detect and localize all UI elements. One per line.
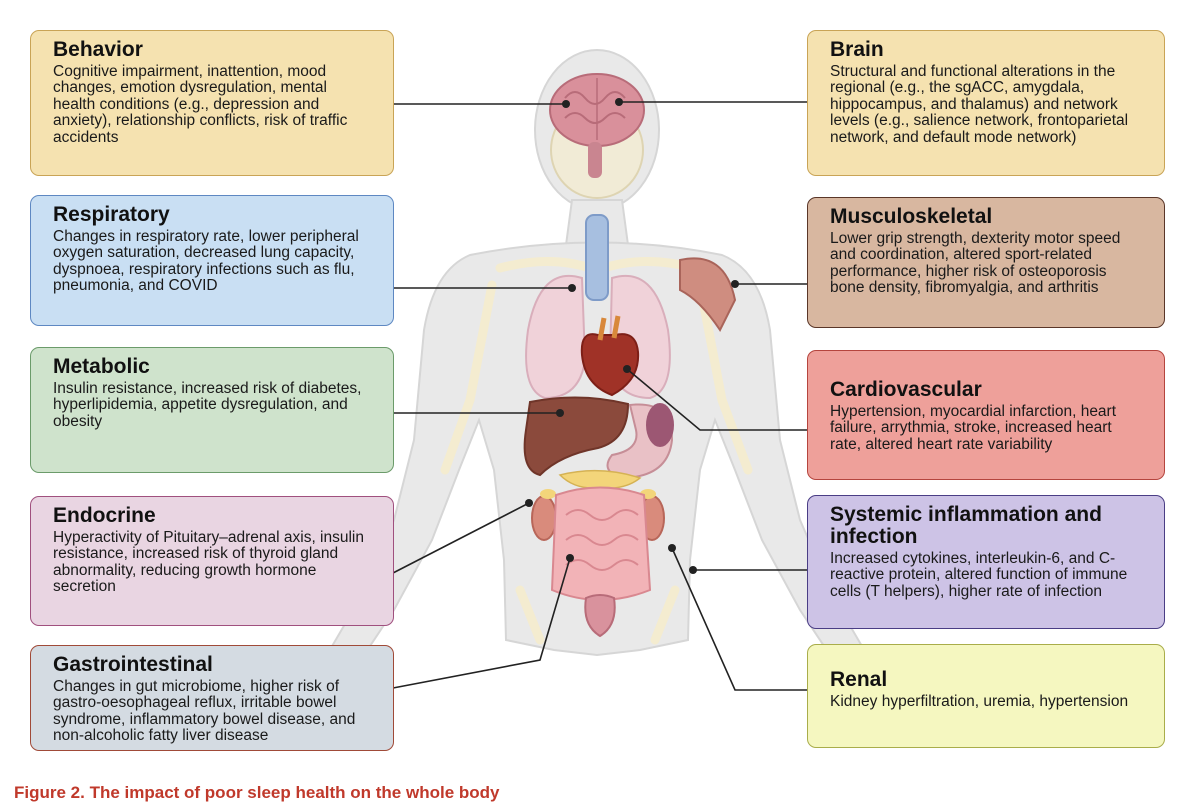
- inflammation-text: Increased cytokines, interleukin-6, and …: [830, 550, 1128, 600]
- liver: [523, 396, 630, 477]
- skeleton: [440, 257, 753, 645]
- metabolic-title: Metabolic: [53, 355, 150, 378]
- musculoskeletal-box: Musculoskeletal Lower grip strength, dex…: [807, 197, 1165, 328]
- renal-title: Renal: [830, 668, 888, 691]
- musculoskeletal-text: Lower grip strength, dexterity motor spe…: [830, 230, 1121, 297]
- brain-box: Brain Structural and functional alterati…: [807, 30, 1165, 176]
- endocrine-title: Endocrine: [53, 504, 156, 527]
- gastrointestinal-title: Gastrointestinal: [53, 653, 213, 676]
- connector-lines: [392, 101, 808, 691]
- metabolic-text: Insulin resistance, increased risk of di…: [53, 380, 362, 430]
- cardiovascular-text: Hypertension, myocardial infarction, hea…: [830, 403, 1117, 453]
- intestines: [550, 486, 652, 601]
- respiratory-box: Respiratory Changes in respiratory rate,…: [30, 195, 394, 326]
- inflammation-title: Systemic inflammation and infection: [830, 503, 1102, 548]
- figure-caption: Figure 2. The impact of poor sleep healt…: [14, 783, 500, 802]
- brain: [549, 73, 645, 178]
- inflammation-box: Systemic inflammation and infection Incr…: [807, 495, 1165, 629]
- connector-gastrointestinal: [392, 557, 571, 689]
- behavior-text: Cognitive impairment, inattention, mood …: [53, 63, 348, 146]
- musculoskeletal-title: Musculoskeletal: [830, 205, 993, 228]
- behavior-box: Behavior Cognitive impairment, inattenti…: [30, 30, 394, 176]
- cardiovascular-title: Cardiovascular: [830, 378, 982, 401]
- connector-endocrine: [392, 502, 530, 574]
- metabolic-box: Metabolic Insulin resistance, increased …: [30, 347, 394, 473]
- gastrointestinal-box: Gastrointestinal Changes in gut microbio…: [30, 645, 394, 751]
- behavior-title: Behavior: [53, 38, 143, 61]
- renal-text: Kidney hyperfiltration, uremia, hyperten…: [830, 693, 1129, 710]
- connector-dots: [525, 98, 739, 574]
- shoulder-muscle: [679, 257, 737, 332]
- connector-cardiovascular: [626, 368, 808, 431]
- bladder: [584, 594, 616, 638]
- respiratory-text: Changes in respiratory rate, lower perip…: [53, 228, 359, 295]
- heart: [580, 315, 640, 397]
- connector-renal: [671, 547, 808, 691]
- spleen: [646, 403, 674, 447]
- pancreas: [558, 469, 642, 490]
- brain-title: Brain: [830, 38, 884, 61]
- cardiovascular-box: Cardiovascular Hypertension, myocardial …: [807, 350, 1165, 480]
- gastrointestinal-text: Changes in gut microbiome, higher risk o…: [53, 678, 356, 745]
- respiratory-title: Respiratory: [53, 203, 170, 226]
- endocrine-box: Endocrine Hyperactivity of Pituitary–adr…: [30, 496, 394, 626]
- brain-text: Structural and functional alterations in…: [830, 63, 1129, 146]
- renal-box: Renal Kidney hyperfiltration, uremia, hy…: [807, 644, 1165, 748]
- trachea: [585, 214, 609, 301]
- endocrine-text: Hyperactivity of Pituitary–adrenal axis,…: [53, 529, 364, 596]
